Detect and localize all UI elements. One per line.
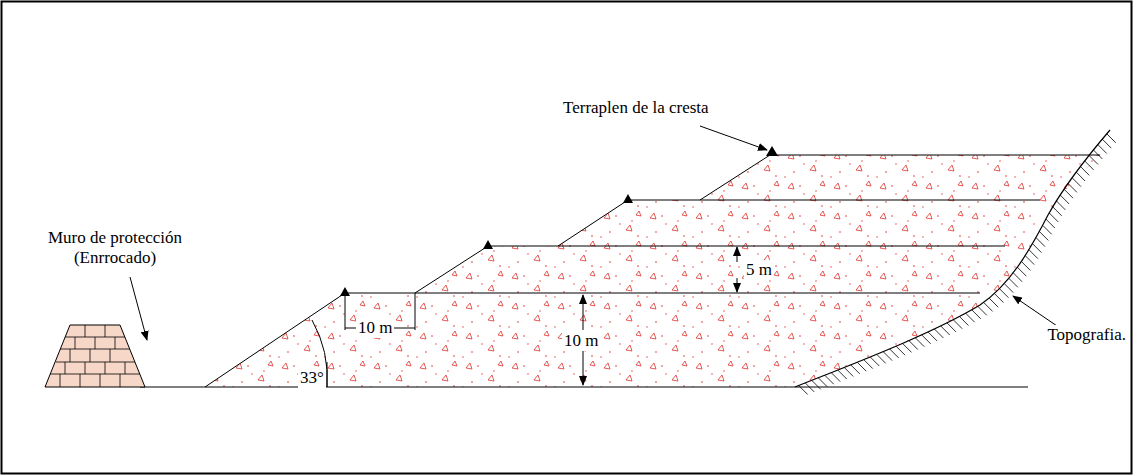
rock-wall — [45, 325, 145, 387]
dimension-label: 5 m — [744, 260, 774, 280]
angle-label: 33° — [298, 368, 326, 388]
dimension-label: 10 m — [562, 331, 600, 351]
topo-leader — [1013, 296, 1060, 328]
fill-body — [205, 153, 1102, 387]
topography-label: Topografia. — [1045, 325, 1128, 345]
dimension-label: 10 m — [356, 318, 394, 338]
crest-label: Terraplen de la cresta — [563, 98, 709, 118]
ground-line — [140, 387, 1028, 388]
crest-leader — [700, 126, 767, 150]
topography-line — [795, 130, 1110, 387]
wall-label: Muro de protección (Enrrocado) — [40, 228, 190, 267]
wall-leader — [130, 277, 147, 340]
crest-markers — [340, 146, 778, 296]
